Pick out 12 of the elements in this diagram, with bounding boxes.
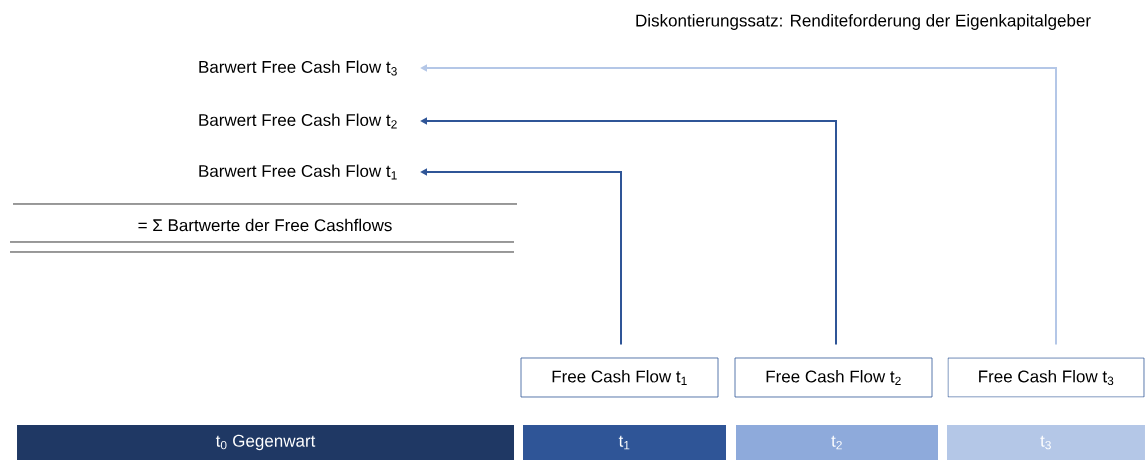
present-value-text: Barwert Free Cash Flow t$_{1}$ [199,164,397,180]
title: Diskontierungssatz: Renditeforderung der Eigenkapitalgeber [636,14,1091,30]
sum-label: = Σ Bartwerte der Free Cashflows [138,218,392,232]
cash-flow-box: Free Cash Flow t$_{3}$ [947,357,1145,398]
cash-flow-box: Free Cash Flow t$_{1}$ [520,357,719,398]
timeline-bar: t$_{3}$ [947,425,1145,460]
cash-flow-box: Free Cash Flow t$_{2}$ [734,357,933,398]
timeline-bar: t$_{2}$ [736,425,938,460]
timeline-bar: t$_{1}$ [523,425,726,460]
timeline-bar: t$_{0}$ Gegenwart [17,425,514,460]
present-value-text: Barwert Free Cash Flow t$_{3}$ [199,60,397,76]
present-value-text: Barwert Free Cash Flow t$_{2}$ [199,113,397,129]
